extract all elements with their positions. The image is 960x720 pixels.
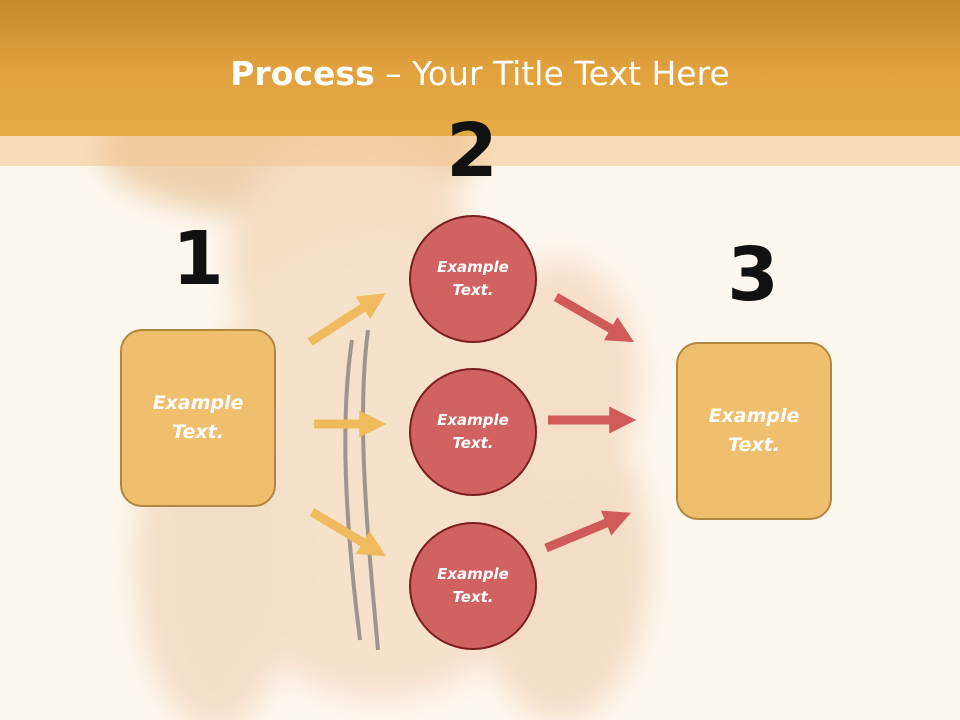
arrow-1-to-top [307,293,386,346]
step-3-line2: Text. [728,434,780,456]
step-1-line2: Text. [172,421,224,443]
title-bold: Process [230,54,375,93]
title-rest: – Your Title Text Here [374,54,730,93]
title-band [0,0,960,136]
circle-bottom-line2: Text. [452,588,494,606]
arrow-bottom-to-3 [544,510,631,553]
arrow-1-to-bottom [309,508,386,557]
step-number-3: 3 [727,232,779,318]
step-1-line1: Example [152,392,244,414]
arrow-top-to-3 [553,293,635,343]
title-underband [0,136,960,166]
circle-middle-line2: Text. [452,434,494,452]
step-3-line1: Example [708,405,800,427]
circle-top-line2: Text. [452,281,494,299]
circle-top-line1: Example [437,258,509,276]
step-number-1: 1 [172,216,224,302]
circle-middle-line1: Example [437,411,509,429]
circle-bottom-line1: Example [437,565,509,583]
step-number-2: 2 [446,108,498,194]
slide-title: Process – Your Title Text Here [0,52,960,96]
